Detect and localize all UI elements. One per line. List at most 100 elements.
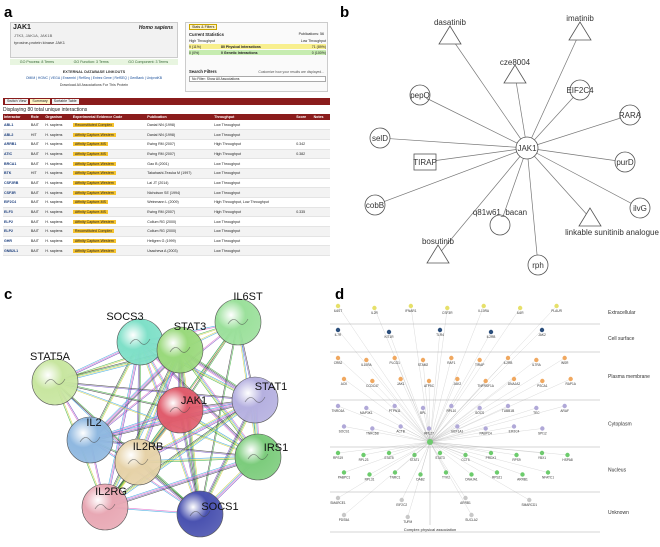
network-node[interactable]: selD [369, 127, 391, 149]
gene-node[interactable] [341, 376, 347, 382]
gene-node[interactable] [520, 472, 525, 477]
gene-node[interactable] [405, 514, 410, 520]
gene-node[interactable] [335, 303, 341, 309]
gene-node[interactable] [341, 470, 347, 475]
network-node[interactable]: imatinib [566, 14, 594, 41]
gene-node[interactable] [443, 470, 449, 475]
interactor-link[interactable]: ABL2 [3, 129, 30, 140]
table-cell[interactable]: Nicholson SE (1994) [146, 187, 214, 198]
interactor-link[interactable]: ATIC [3, 149, 30, 160]
gene-node[interactable] [426, 426, 432, 431]
gene-node[interactable] [420, 357, 426, 363]
gene-node[interactable] [445, 305, 450, 311]
gene-node[interactable] [539, 327, 545, 333]
external-links[interactable]: OMIM | HGNC | VEGA | Ensembl | RefSeq | … [25, 76, 163, 80]
interactor-link[interactable]: CSF2RB [3, 178, 30, 189]
table-cell[interactable]: Lai JT (2014) [146, 178, 214, 189]
gene-node[interactable] [540, 426, 545, 431]
gene-node[interactable] [554, 303, 559, 309]
gene-node[interactable] [392, 470, 398, 475]
center-node[interactable]: JAK1 [515, 136, 539, 160]
interactor-link[interactable]: GNB2L1 [3, 245, 30, 257]
gene-node[interactable] [335, 403, 341, 409]
gene-node[interactable] [539, 450, 545, 456]
table-cell[interactable]: Usacheva A (2003) [146, 245, 214, 257]
column-header[interactable]: Score [295, 114, 313, 120]
download-link[interactable]: Download All Associations For This Prote… [59, 83, 129, 87]
network-node[interactable]: RARA [619, 104, 642, 126]
gene-node[interactable] [514, 452, 519, 458]
interactor-link[interactable]: BRCA1 [3, 158, 30, 169]
protein-node[interactable]: IL6ST [214, 291, 263, 346]
column-header[interactable]: Notes [312, 114, 330, 120]
gene-node[interactable] [540, 378, 545, 384]
column-header[interactable]: Organism [44, 114, 72, 120]
gene-node[interactable] [370, 426, 375, 431]
gene-node[interactable] [483, 378, 488, 384]
gene-node[interactable] [517, 305, 523, 311]
table-cell[interactable]: Collum RG (2000) [146, 226, 214, 237]
filter-select[interactable]: No Filter: Show All Associations [189, 76, 326, 82]
network-node[interactable]: bosutinib [422, 237, 455, 264]
network-node[interactable]: q81w61_bacan [473, 208, 527, 236]
interactor-link[interactable]: GHR [3, 236, 30, 247]
gene-node[interactable] [370, 378, 375, 384]
gene-node[interactable] [527, 497, 532, 503]
gene-node[interactable] [455, 376, 460, 382]
gene-node[interactable] [488, 329, 494, 335]
gene-node[interactable] [565, 452, 570, 458]
tab-summary[interactable]: Summary [30, 99, 50, 104]
column-header[interactable]: Interactor [3, 114, 30, 120]
gene-node[interactable] [488, 450, 494, 456]
go-component-link[interactable]: GO Component: 3 Terms [128, 60, 169, 64]
gene-node[interactable] [449, 403, 454, 409]
gene-node[interactable] [364, 357, 369, 363]
gene-node[interactable] [511, 376, 517, 382]
network-node[interactable]: cze8004 [500, 58, 531, 84]
protein-node[interactable]: JAK1 [156, 386, 207, 434]
protein-node[interactable]: STAT3 [156, 321, 206, 374]
gene-node[interactable] [386, 450, 392, 456]
gene-node[interactable] [367, 472, 372, 477]
protein-node[interactable]: SOCS3 [106, 311, 164, 366]
stats-tab[interactable]: Stats & Filters [189, 24, 218, 30]
gene-node[interactable] [562, 355, 567, 361]
table-cell[interactable]: Takahashi-Tezuka M (1997) [146, 168, 214, 179]
network-node[interactable]: EIF2C4 [566, 79, 594, 101]
gene-node[interactable] [398, 424, 403, 429]
interactor-link[interactable]: ABL1 [3, 120, 30, 131]
protein-node[interactable]: IL2 [66, 416, 114, 464]
protein-node[interactable]: IRS1 [234, 433, 288, 481]
gene-node[interactable] [463, 495, 468, 501]
gene-node[interactable] [392, 355, 397, 361]
table-cell[interactable]: Ewing RM (2007) [146, 149, 214, 160]
gene-node[interactable] [426, 378, 432, 384]
network-node[interactable]: rph [527, 254, 549, 276]
gene-node[interactable] [562, 403, 567, 409]
network-node[interactable]: linkable sunitinib analogue [565, 207, 659, 237]
network-node[interactable]: dasatinib [434, 18, 467, 45]
protein-node[interactable]: SOCS1 [176, 490, 239, 538]
gene-node[interactable] [341, 512, 347, 518]
interactor-link[interactable]: ELP2 [3, 226, 30, 237]
gene-node[interactable] [534, 405, 539, 411]
interactor-link[interactable]: ARRB1 [3, 139, 30, 150]
gene-node[interactable] [335, 495, 341, 501]
interactor-link[interactable]: ELF3 [3, 207, 30, 218]
gene-node[interactable] [449, 355, 454, 361]
gene-node[interactable] [469, 512, 474, 518]
table-cell[interactable]: Hellgren G (1999) [146, 236, 214, 247]
gene-node[interactable] [568, 376, 573, 382]
gene-node[interactable] [398, 376, 403, 382]
gene-node[interactable] [483, 426, 488, 431]
